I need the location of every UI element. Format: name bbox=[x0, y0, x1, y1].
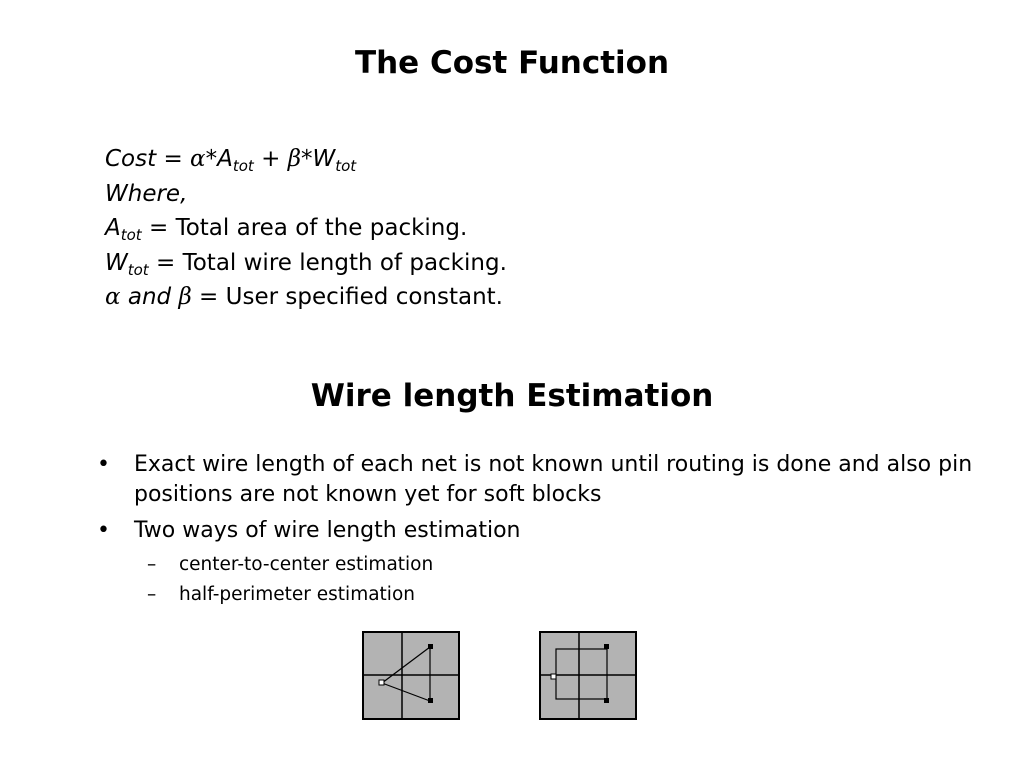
net-line bbox=[381, 682, 431, 702]
area-description: = Total area of the packing. bbox=[141, 215, 468, 241]
constant-definition: α and β = User specified constant. bbox=[105, 280, 507, 315]
area-definition: Atot = Total area of the packing. bbox=[105, 211, 507, 246]
pin-marker bbox=[550, 673, 557, 680]
beta-symbol: β bbox=[178, 284, 192, 310]
bullet-glyph: • bbox=[97, 452, 110, 477]
wire-symbol: W bbox=[312, 146, 336, 172]
bullet-text: Exact wire length of each net is not kno… bbox=[134, 452, 973, 507]
tot-subscript: tot bbox=[127, 260, 149, 279]
sub-bullet-text: center-to-center estimation bbox=[179, 554, 434, 575]
plus-sign: + bbox=[253, 146, 288, 172]
where-label: Where, bbox=[105, 180, 188, 207]
tot-subscript: tot bbox=[120, 226, 142, 244]
wire-description: = Total wire length of packing. bbox=[148, 249, 507, 276]
multiply-sign: * bbox=[300, 146, 313, 172]
pin-marker bbox=[604, 698, 609, 703]
tot-subscript: tot bbox=[335, 157, 357, 175]
and-word: and bbox=[120, 284, 179, 310]
wire-definition: Wtot = Total wire length of packing. bbox=[105, 246, 507, 281]
multiply-sign: * bbox=[205, 146, 218, 172]
equals-sign: = bbox=[156, 146, 191, 172]
half-perimeter-diagram bbox=[539, 631, 637, 720]
pin-marker bbox=[428, 698, 433, 703]
dash-glyph: – bbox=[147, 554, 157, 575]
cost-formula-block: Cost = α*Atot + β*Wtot Where, Atot = Tot… bbox=[105, 142, 507, 315]
cost-equation: Cost = α*Atot + β*Wtot bbox=[105, 142, 507, 177]
constant-description: = User specified constant. bbox=[191, 284, 503, 310]
bullet-item: • Two ways of wire length estimation bbox=[97, 516, 997, 546]
sub-bullet-text: half-perimeter estimation bbox=[179, 584, 415, 605]
sub-bullet-item: – center-to-center estimation bbox=[97, 552, 997, 578]
slide-title-cost-function: The Cost Function bbox=[354, 45, 670, 81]
bullet-item: • Exact wire length of each net is not k… bbox=[97, 450, 997, 510]
pin-marker bbox=[378, 679, 385, 686]
dash-glyph: – bbox=[147, 584, 157, 605]
bullet-list: • Exact wire length of each net is not k… bbox=[97, 450, 997, 608]
bullet-glyph: • bbox=[97, 518, 110, 543]
tot-subscript: tot bbox=[232, 157, 254, 175]
center-to-center-diagram bbox=[362, 631, 460, 720]
cost-label: Cost bbox=[105, 146, 157, 172]
bullet-text: Two ways of wire length estimation bbox=[134, 518, 521, 543]
wire-symbol: W bbox=[105, 249, 128, 276]
beta-symbol: β bbox=[287, 146, 301, 172]
alpha-symbol: α bbox=[105, 284, 121, 310]
area-symbol: A bbox=[105, 215, 121, 241]
slide-title-wire-length: Wire length Estimation bbox=[310, 378, 714, 414]
pin-marker bbox=[428, 644, 433, 649]
where-line: Where, bbox=[105, 177, 507, 212]
sub-bullet-item: – half-perimeter estimation bbox=[97, 582, 997, 608]
alpha-symbol: α bbox=[190, 146, 206, 172]
net-line bbox=[381, 646, 431, 684]
pin-marker bbox=[604, 644, 609, 649]
area-symbol: A bbox=[217, 146, 233, 172]
